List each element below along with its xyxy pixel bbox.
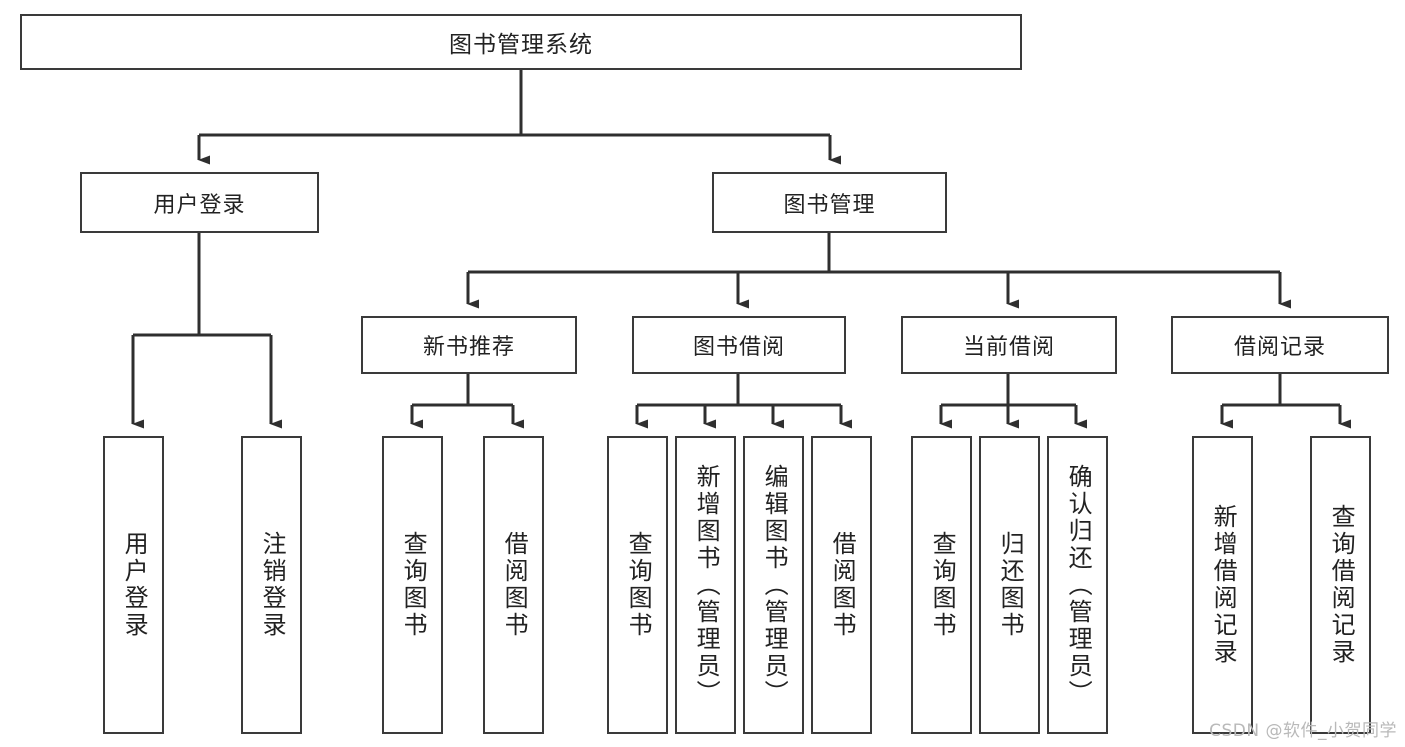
- node-root[interactable]: 图书管理系统: [20, 14, 1022, 70]
- node-leaf-confirm-return[interactable]: 确认归还（管理员）: [1047, 436, 1108, 734]
- node-user-login-label: 用户登录: [153, 192, 246, 218]
- node-leaf-borrow-book-1[interactable]: 借阅图书: [483, 436, 544, 734]
- node-current-borrow[interactable]: 当前借阅: [901, 316, 1117, 374]
- node-leaf-return-book-label: 归还图书: [996, 531, 1025, 639]
- node-leaf-user-login-label: 用户登录: [120, 531, 149, 639]
- node-leaf-logout-login-label: 注销登录: [258, 531, 287, 639]
- node-leaf-edit-book-label: 编辑图书（管理员）: [760, 463, 789, 707]
- node-leaf-borrow-book-1-label: 借阅图书: [500, 531, 529, 639]
- node-leaf-edit-book[interactable]: 编辑图书（管理员）: [743, 436, 804, 734]
- node-user-login[interactable]: 用户登录: [80, 172, 319, 233]
- node-borrow-record[interactable]: 借阅记录: [1171, 316, 1389, 374]
- node-current-borrow-label: 当前借阅: [962, 335, 1055, 360]
- node-new-book-recommend-label: 新书推荐: [422, 335, 515, 360]
- node-book-manage-label: 图书管理: [783, 192, 876, 218]
- node-leaf-return-book[interactable]: 归还图书: [979, 436, 1040, 734]
- node-leaf-add-record[interactable]: 新增借阅记录: [1192, 436, 1253, 734]
- node-leaf-query-record[interactable]: 查询借阅记录: [1310, 436, 1371, 734]
- node-root-label: 图书管理系统: [449, 32, 593, 58]
- node-leaf-query-book-2[interactable]: 查询图书: [607, 436, 668, 734]
- node-book-manage[interactable]: 图书管理: [712, 172, 947, 233]
- node-new-book-recommend[interactable]: 新书推荐: [361, 316, 577, 374]
- node-leaf-add-record-label: 新增借阅记录: [1209, 504, 1238, 666]
- node-leaf-query-book-1-label: 查询图书: [399, 531, 428, 639]
- node-leaf-query-record-label: 查询借阅记录: [1327, 504, 1356, 666]
- node-leaf-query-book-2-label: 查询图书: [624, 531, 653, 639]
- node-leaf-logout-login[interactable]: 注销登录: [241, 436, 302, 734]
- node-leaf-query-book-1[interactable]: 查询图书: [382, 436, 443, 734]
- node-leaf-query-book-3[interactable]: 查询图书: [911, 436, 972, 734]
- node-book-borrow[interactable]: 图书借阅: [632, 316, 846, 374]
- node-leaf-borrow-book-2[interactable]: 借阅图书: [811, 436, 872, 734]
- node-book-borrow-label: 图书借阅: [692, 335, 785, 360]
- node-borrow-record-label: 借阅记录: [1233, 335, 1326, 360]
- node-leaf-add-book-label: 新增图书（管理员）: [692, 463, 721, 707]
- node-leaf-confirm-return-label: 确认归还（管理员）: [1064, 463, 1093, 707]
- node-leaf-borrow-book-2-label: 借阅图书: [828, 531, 857, 639]
- watermark-text: CSDN @软件_小贺同学: [1209, 721, 1397, 741]
- node-leaf-user-login[interactable]: 用户登录: [103, 436, 164, 734]
- node-leaf-query-book-3-label: 查询图书: [928, 531, 957, 639]
- node-leaf-add-book[interactable]: 新增图书（管理员）: [675, 436, 736, 734]
